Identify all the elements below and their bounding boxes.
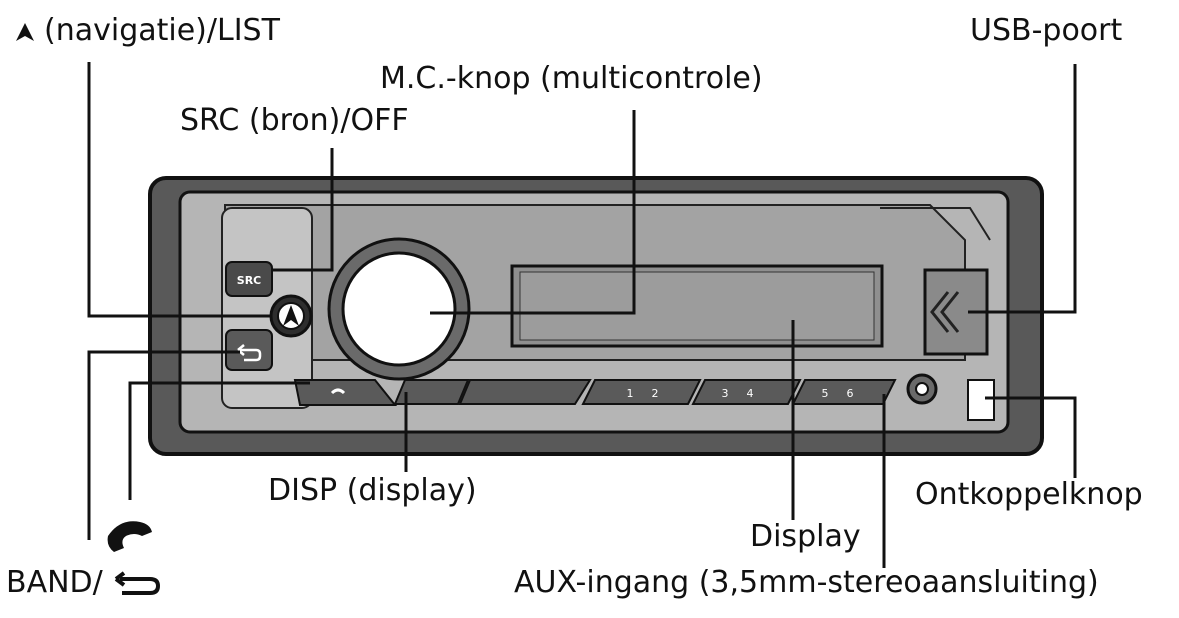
preset-mark: 6	[847, 387, 854, 400]
leader-mc-knob	[430, 110, 636, 315]
label-mc-knob: M.C.-knop (multicontrole)	[380, 61, 763, 96]
label-release: Ontkoppelknop	[915, 477, 1143, 512]
navigation-label: (navigatie)/LIST	[44, 13, 280, 48]
display-inner	[519, 271, 875, 341]
seek-buttons[interactable]	[458, 379, 592, 405]
phone-icon	[330, 388, 346, 395]
preset-mark: 4	[747, 387, 754, 400]
head-unit: SRC 1	[148, 176, 1044, 456]
leader-release	[985, 396, 1077, 478]
navigation-arrow-icon	[16, 22, 34, 41]
phone-icon	[107, 521, 152, 552]
leader-band	[87, 350, 240, 540]
label-navigation: (navigatie)/LIST	[14, 14, 280, 48]
preset-buttons-7[interactable]	[791, 379, 897, 405]
label-aux: AUX-ingang (3,5mm-stereoaansluiting)	[514, 565, 1099, 600]
label-display: Display	[750, 519, 861, 554]
disp-button[interactable]	[393, 379, 470, 405]
preset-mark: 3	[722, 387, 729, 400]
label-disp: DISP (display)	[268, 473, 477, 508]
leader-lines	[87, 62, 1077, 568]
src-button[interactable]	[225, 261, 273, 297]
back-arrow-icon	[115, 570, 161, 595]
leader-usb	[968, 64, 1077, 314]
mc-knob[interactable]	[341, 251, 457, 367]
label-band: BAND/	[6, 566, 162, 600]
aux-jack-hole	[915, 382, 929, 396]
label-usb-port: USB-poort	[970, 13, 1123, 48]
release-button[interactable]	[967, 379, 995, 421]
band-label: BAND/	[6, 565, 103, 600]
leader-navigation	[87, 62, 272, 318]
preset-mark: 1	[627, 387, 634, 400]
preset-mark: 2	[652, 387, 659, 400]
leader-phone	[128, 381, 310, 500]
right-bevel	[880, 207, 991, 241]
preset-buttons-4-6[interactable]	[691, 379, 802, 405]
label-src: SRC (bron)/OFF	[180, 103, 409, 138]
preset-buttons-1-3[interactable]	[581, 379, 702, 405]
navigation-arrow-icon	[283, 305, 299, 326]
usb-chevron-icon	[930, 291, 960, 333]
src-button-text: SRC	[237, 274, 261, 287]
preset-mark: 5	[822, 387, 829, 400]
leader-src	[272, 148, 334, 272]
